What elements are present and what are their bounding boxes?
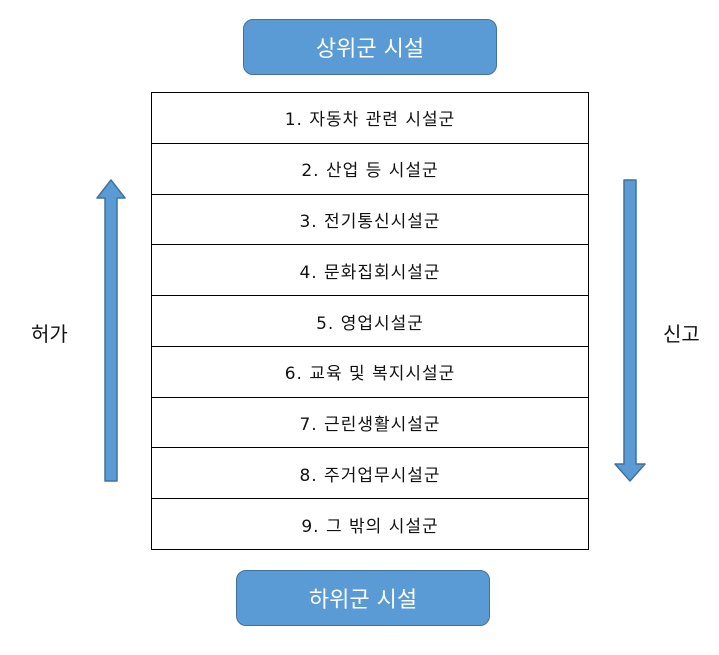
facility-row-5: 5. 영업시설군 xyxy=(152,296,588,347)
facility-row-7: 7. 근린생활시설군 xyxy=(152,398,588,449)
permit-label: 허가 xyxy=(31,322,68,346)
facility-row-8: 8. 주거업무시설군 xyxy=(152,448,588,500)
facility-row-4: 4. 문화집회시설군 xyxy=(152,245,588,297)
facility-row-3: 3. 전기통신시설군 xyxy=(152,195,588,246)
report-label: 신고 xyxy=(663,322,700,346)
up-arrow-icon xyxy=(96,179,126,482)
facility-row-1: 1. 자동차 관련 시설군 xyxy=(152,93,588,144)
lower-group-label: 하위군 시설 xyxy=(308,588,418,613)
down-arrow-icon xyxy=(614,179,646,482)
lower-group-box: 하위군 시설 xyxy=(236,570,490,626)
upper-group-label: 상위군 시설 xyxy=(315,37,425,62)
upper-group-box: 상위군 시설 xyxy=(243,19,497,75)
facility-row-9: 9. 그 밖의 시설군 xyxy=(301,516,439,537)
facility-row-2: 2. 산업 등 시설군 xyxy=(152,144,588,195)
facility-row-6: 6. 교육 및 복지시설군 xyxy=(152,347,588,398)
facility-group-table: 1. 자동차 관련 시설군 2. 산업 등 시설군 3. 전기통신시설군 4. … xyxy=(151,92,589,550)
